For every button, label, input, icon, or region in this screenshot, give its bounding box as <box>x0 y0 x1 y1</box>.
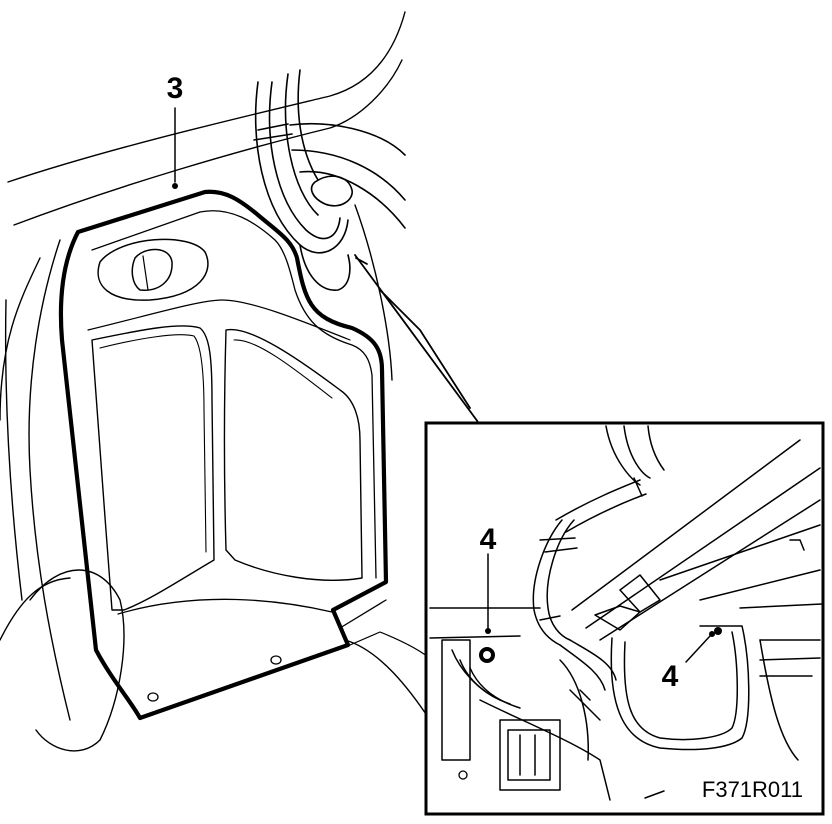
handle-recess <box>97 238 209 301</box>
inset-frame <box>424 421 825 816</box>
recess-left <box>91 325 215 611</box>
recess-right <box>223 328 363 581</box>
fastener-hole <box>270 655 282 665</box>
body-contours <box>0 11 431 752</box>
main-view: 3 <box>0 11 479 752</box>
callout-4-right: 4 <box>662 631 715 693</box>
callout-3-label: 3 <box>167 72 184 105</box>
callout-3: 3 <box>167 72 184 189</box>
callout-4-right-label: 4 <box>662 660 679 693</box>
inset-detail: 4 4 F371R011 <box>424 421 825 816</box>
fastener-bolt-right <box>714 627 722 635</box>
callout-4-left-label: 4 <box>480 523 497 556</box>
figure-code: F371R011 <box>702 777 803 802</box>
callout-4-left: 4 <box>480 523 497 634</box>
inset-leader-lines <box>354 254 479 423</box>
trim-panel <box>58 189 433 721</box>
wiring-harness <box>253 69 406 291</box>
fastener-hole <box>147 692 159 702</box>
